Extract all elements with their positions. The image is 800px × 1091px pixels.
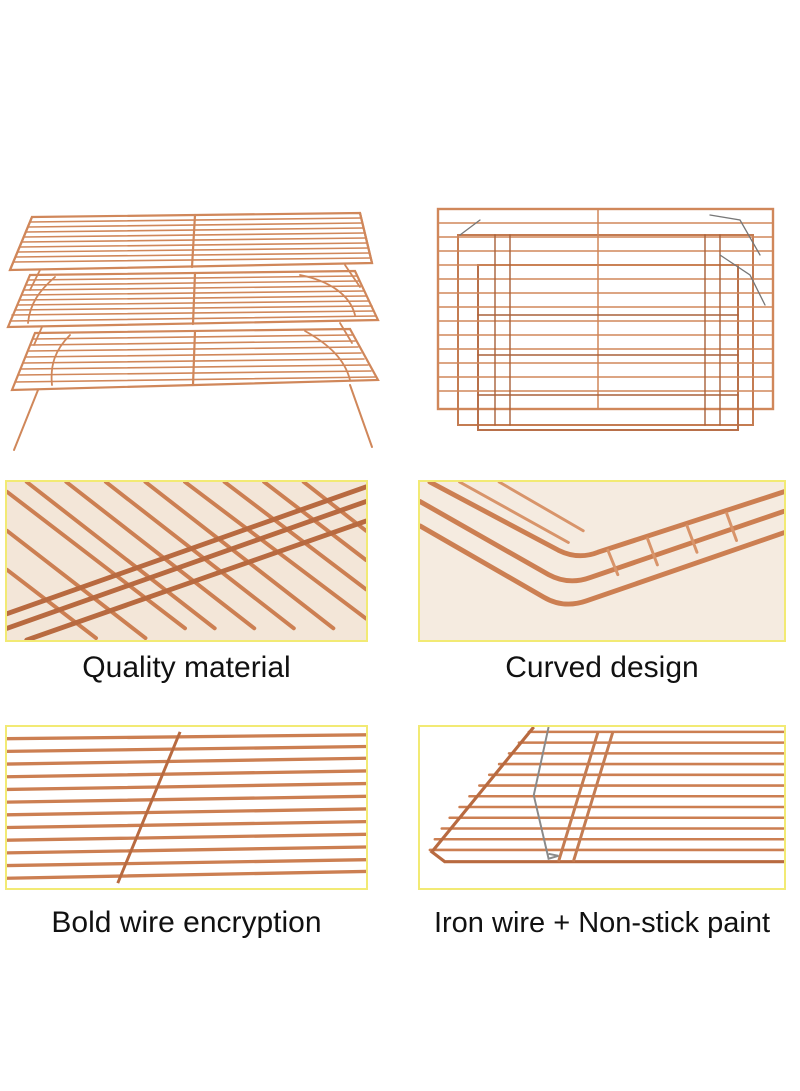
stacked-racks-photo — [0, 195, 395, 460]
bold-wire-photo — [5, 725, 368, 890]
quality-material-photo — [5, 480, 368, 642]
curved-corner-closeup — [420, 482, 784, 640]
curved-design-caption: Curved design — [505, 651, 699, 684]
rack-corner-closeup — [420, 727, 784, 888]
quality-material-caption: Quality material — [82, 651, 291, 684]
iron-wire-caption: Iron wire + Non-stick paint — [433, 907, 771, 939]
crossing-wires-closeup — [7, 482, 366, 640]
iron-wire-photo — [418, 725, 786, 890]
curved-design-photo — [418, 480, 786, 642]
nested-racks-photo — [420, 195, 800, 440]
stacked-racks-illustration — [6, 211, 380, 451]
bold-wire-caption: Bold wire encryption — [51, 906, 322, 939]
nested-racks-illustration — [436, 207, 775, 431]
parallel-wires-closeup — [7, 727, 366, 888]
